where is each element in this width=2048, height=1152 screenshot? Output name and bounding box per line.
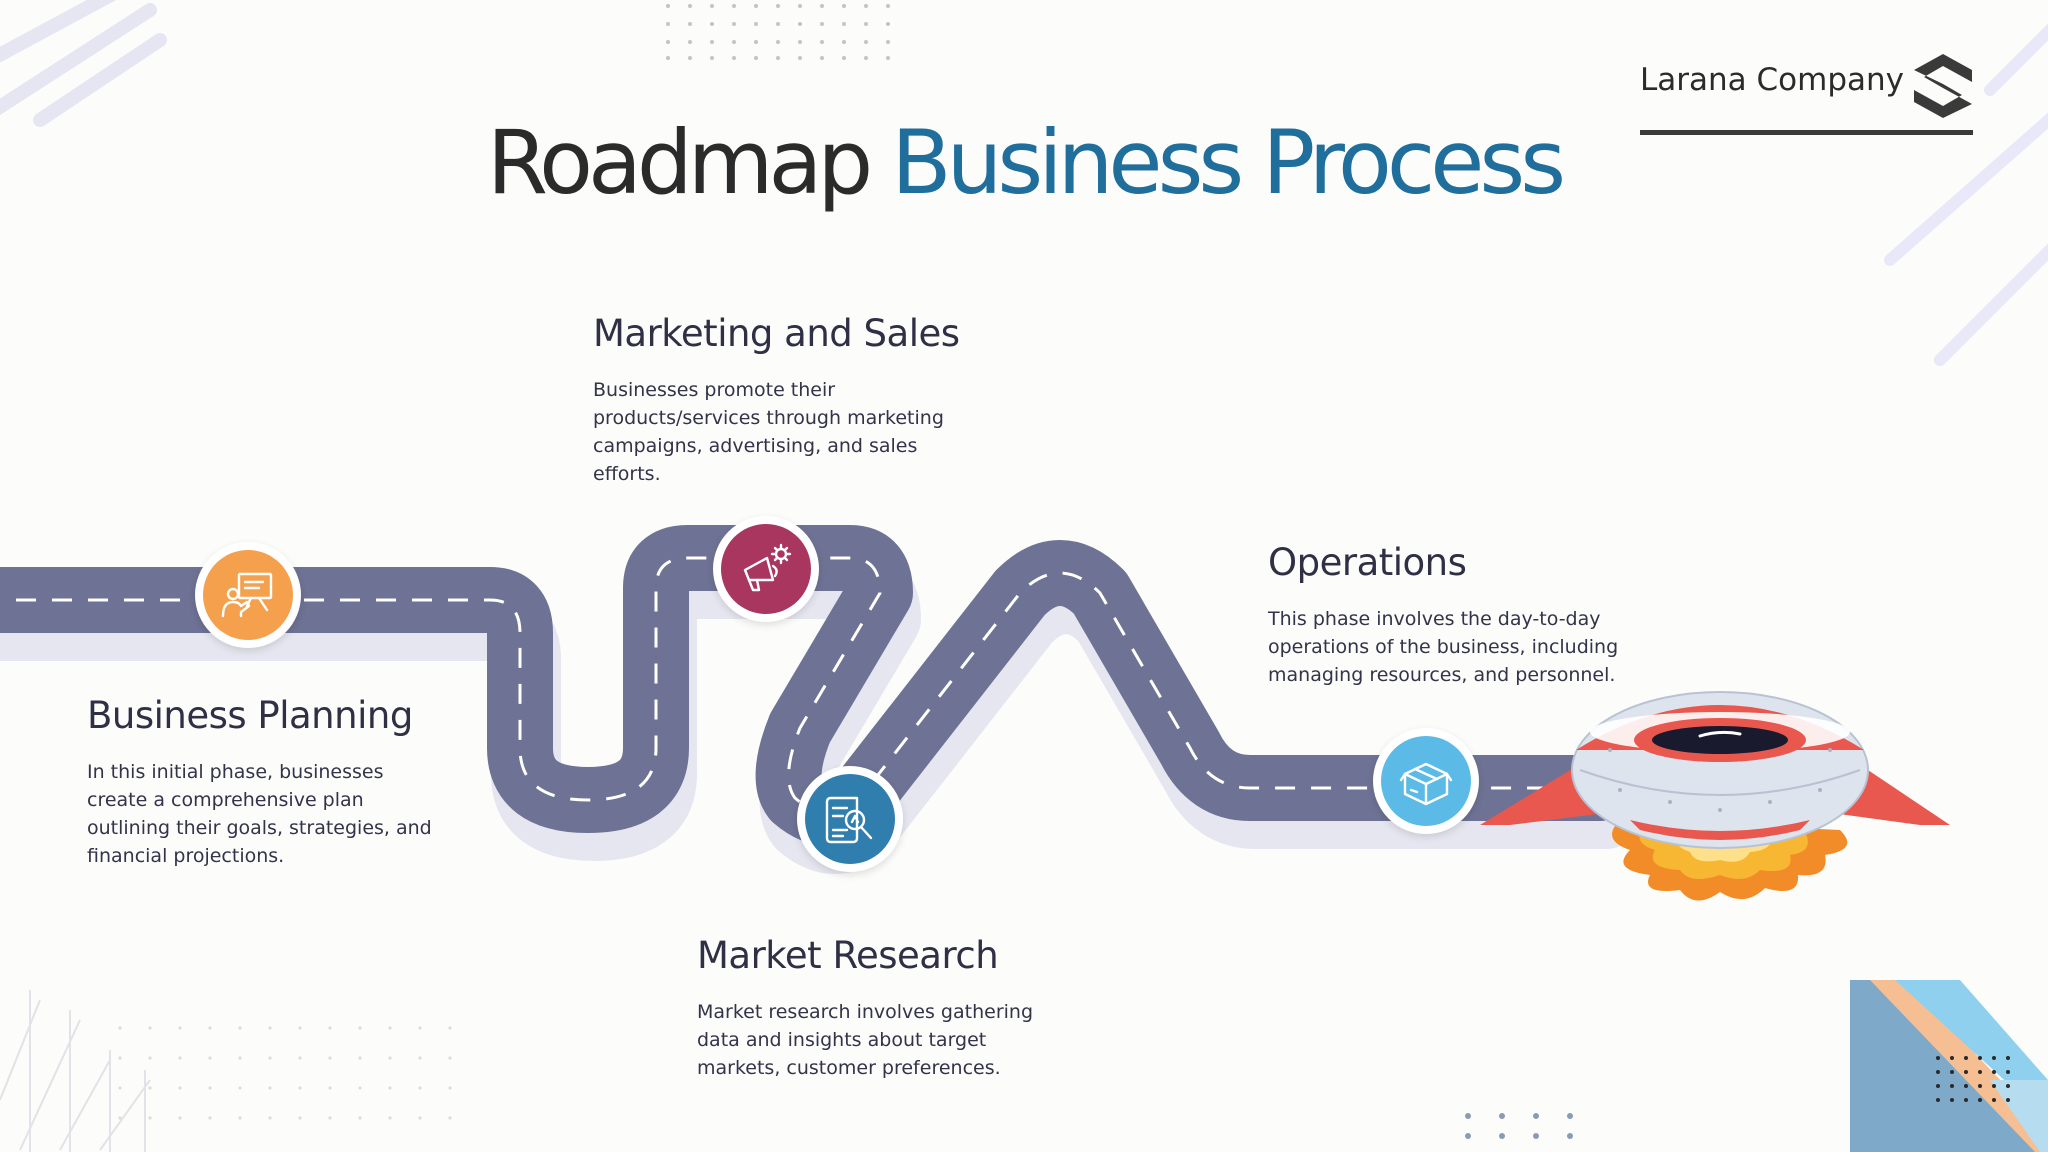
megaphone-gear-icon — [743, 543, 792, 592]
page-title: Roadmap Business Process — [0, 110, 2048, 216]
bottom-center-dots — [1465, 1113, 1573, 1139]
marketing-and-sales-description: Businesses promote their products/servic… — [593, 379, 944, 485]
top-right-scribble — [1884, 23, 2048, 366]
top-dots — [666, 4, 890, 60]
road-center-dashes — [0, 556, 1600, 815]
brand-name: Larana Company — [1640, 62, 1904, 98]
title-part-accent: Business Process — [891, 111, 1566, 214]
brand-underline — [1640, 130, 1973, 135]
stacked-s-logo-icon — [1914, 54, 1972, 118]
business-planning-marker — [195, 542, 301, 648]
marketing-and-sales-title: Marketing and Sales — [593, 312, 960, 355]
business-planning-title: Business Planning — [87, 694, 413, 737]
bottom-right-dots — [1936, 1056, 2010, 1102]
title-part-dark: Roadmap — [486, 111, 873, 214]
bottom-right-shapes — [1850, 980, 2048, 1152]
market-research-marker — [797, 766, 903, 872]
operations-title: Operations — [1268, 541, 1467, 584]
document-magnifier-icon — [825, 796, 873, 844]
rocket-illustration — [1480, 691, 1950, 901]
operations-description: This phase involves the day-to-day opera… — [1268, 608, 1619, 686]
bottom-left-dots — [118, 1026, 452, 1120]
business-planning-description: In this initial phase, businesses create… — [87, 761, 432, 867]
top-left-scribble — [0, 0, 167, 127]
rocket-window — [1652, 726, 1788, 754]
market-research-description: Market research involves gathering data … — [697, 1001, 1034, 1079]
operations-marker — [1373, 728, 1479, 834]
package-box-icon — [1399, 762, 1453, 806]
marketing-and-sales-marker — [713, 516, 819, 622]
presentation-board-icon — [221, 572, 273, 618]
bottom-left-lines — [0, 990, 151, 1152]
market-research-title: Market Research — [697, 934, 999, 977]
